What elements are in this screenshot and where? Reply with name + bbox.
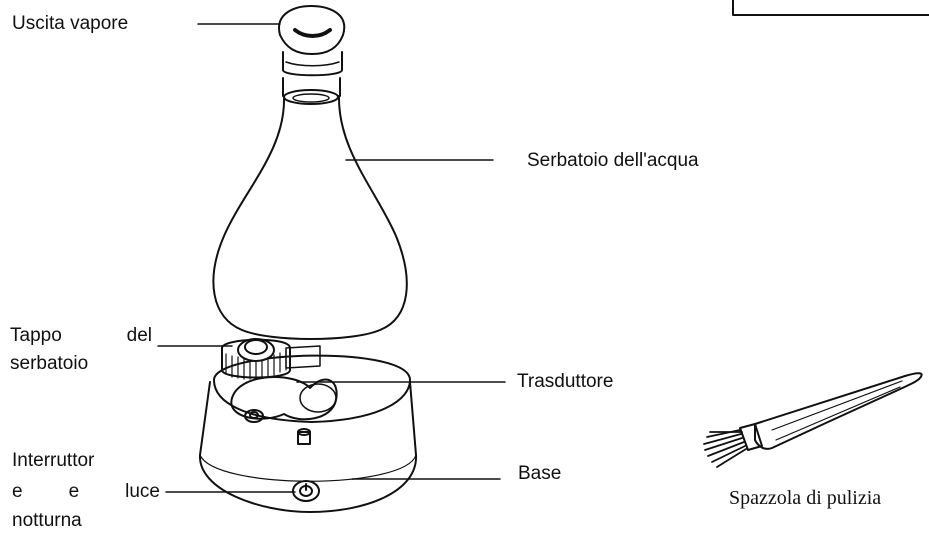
label-switch-line2: e e luce (12, 481, 160, 502)
label-cleaning-brush: Spazzola di pulizia (729, 487, 882, 509)
tank-neck (282, 77, 341, 105)
corner-box-fragment (732, 0, 929, 16)
leader-lines (157, 23, 506, 493)
label-switch-line3: notturna (12, 510, 82, 531)
water-tank (212, 95, 408, 340)
label-steam-outlet: Uscita vapore (12, 13, 129, 34)
label-water-tank: Serbatoio dell'acqua (527, 150, 699, 171)
label-tank-cap-line2: serbatoio (10, 353, 89, 374)
steam-outlet-nozzle (278, 5, 346, 77)
cleaning-brush-icon (703, 372, 923, 468)
tank-cap (221, 338, 291, 380)
label-tank-cap-line1: Tappo del (10, 325, 152, 346)
label-transducer: Trasduttore (517, 371, 614, 392)
label-switch-line1: Interruttor (12, 450, 95, 471)
power-switch (292, 480, 320, 502)
label-base: Base (518, 463, 562, 484)
